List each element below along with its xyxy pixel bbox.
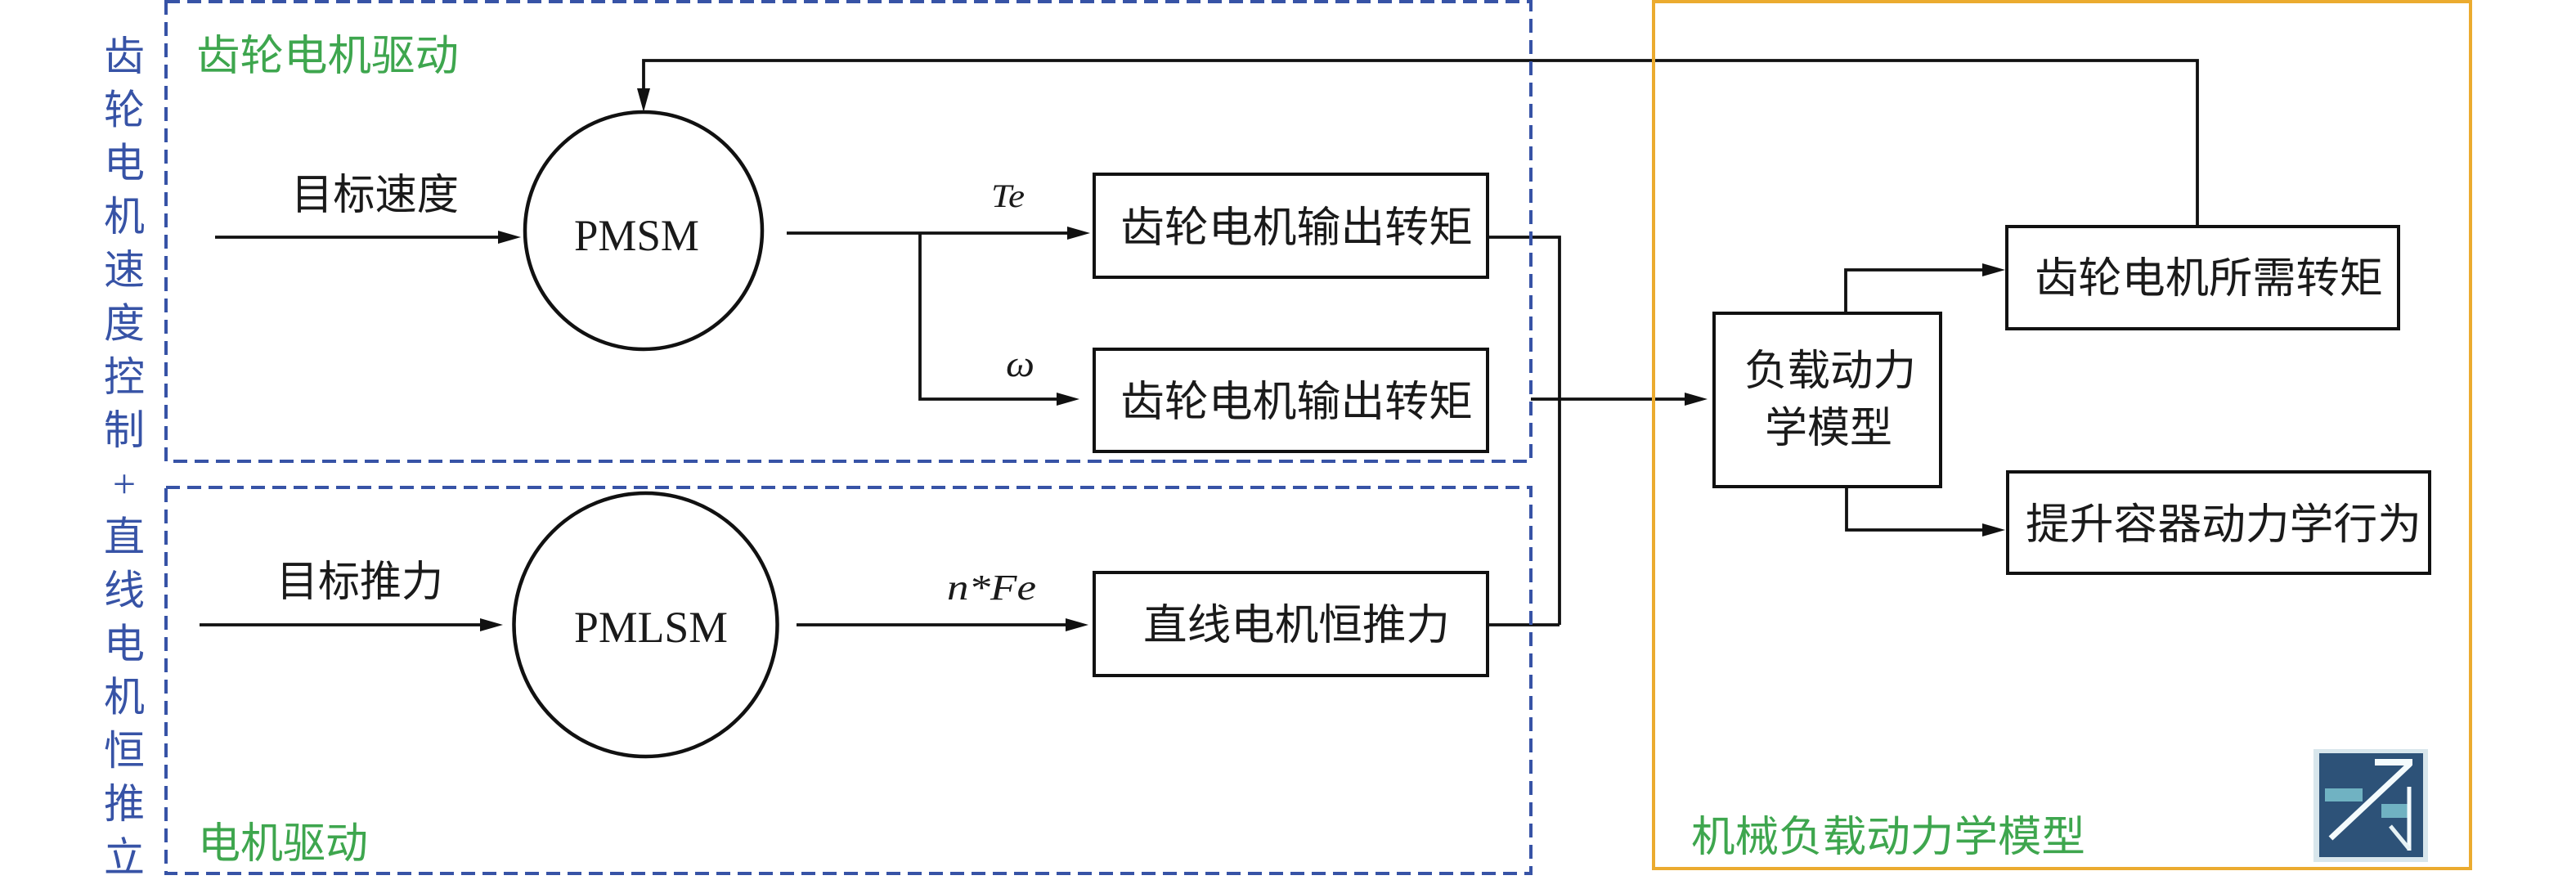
side-label-char: 电 <box>104 141 145 186</box>
side-label-char: 立 <box>104 835 145 880</box>
arrowhead-icon <box>1982 523 2005 537</box>
pmlsm-label: PMLSM <box>574 603 728 652</box>
arrowhead-icon <box>637 88 650 112</box>
side-label-char: 控 <box>104 354 145 400</box>
side-label-char: 速 <box>104 247 145 293</box>
side-label-char: 机 <box>104 675 145 721</box>
wire-feedback-to-pmsm <box>642 59 2199 227</box>
linear-constant-thrust-block <box>1093 571 1489 677</box>
arrowheads <box>480 88 2005 631</box>
pmsm-node <box>523 110 765 352</box>
side-label-char: 线 <box>104 568 145 613</box>
logo-icon <box>2313 749 2428 862</box>
wire-te-block-to-bus <box>1488 236 1561 625</box>
side-label-char: 齿 <box>104 34 145 79</box>
pmlsm-node <box>512 491 779 759</box>
side-label-char: 制 <box>104 407 145 453</box>
omega-signal-label: ω <box>1006 343 1034 384</box>
side-label-char: 电 <box>104 621 145 667</box>
target-speed-label: 目标速度 <box>291 173 459 219</box>
wire-branch-to-omega-block <box>918 233 1057 401</box>
arrowhead-icon <box>498 231 521 244</box>
gear-required-torque-block <box>2005 225 2400 330</box>
side-label-char: 推 <box>104 781 145 827</box>
mechanical-load-group-border <box>1652 0 2472 870</box>
motor-drive-group-border <box>164 486 1533 875</box>
logo-cyan-band-right <box>2381 804 2408 818</box>
side-label-char: 度 <box>104 301 145 347</box>
arrowhead-icon <box>1066 618 1088 631</box>
pmsm-label: PMSM <box>574 211 699 260</box>
gear-output-torque-omega-block <box>1093 348 1489 453</box>
logo-small-diagonal <box>2389 824 2411 851</box>
side-label-char: 恒 <box>104 728 145 774</box>
motor-drive-group-label: 电机驱动 <box>198 821 368 868</box>
side-label-char: 机 <box>104 194 145 240</box>
side-label-char: 直 <box>104 514 145 560</box>
target-thrust-label: 目标推力 <box>276 559 443 606</box>
gear-output-torque-te-block <box>1093 173 1489 279</box>
nfe-signal-label: n*Fe <box>947 568 1036 608</box>
side-label-char: + <box>113 460 136 506</box>
load-dynamics-label-line1: 负载动力 <box>1744 348 1916 395</box>
mechanical-load-group-label: 机械负载动力学模型 <box>1691 815 2085 861</box>
gear-drive-group-border <box>164 0 1533 463</box>
side-label-char: 轮 <box>104 87 145 132</box>
wire-load-to-required-torque <box>1844 268 1982 313</box>
te-signal-label: Te <box>991 177 1025 214</box>
arrowhead-icon <box>1685 393 1708 406</box>
logo-diagonal-stroke <box>2328 761 2412 841</box>
side-label: 齿 轮 电 机 速 度 控 制 + 直 线 电 机 恒 推 立 <box>104 34 145 880</box>
load-dynamics-label-line2: 学模型 <box>1765 406 1892 452</box>
arrowhead-icon <box>1982 263 2005 276</box>
arrowhead-icon <box>1067 227 1090 240</box>
linear-constant-thrust-label: 直线电机恒推力 <box>1143 603 1450 649</box>
arrowhead-icon <box>480 618 503 631</box>
arrowhead-icon <box>1057 393 1079 406</box>
gear-output-torque-te-label: 齿轮电机输出转矩 <box>1120 205 1473 252</box>
wire-load-to-hoist-dynamics <box>1845 487 1982 532</box>
gear-required-torque-label: 齿轮电机所需转矩 <box>2035 256 2383 303</box>
hoist-dynamics-block <box>2006 470 2431 575</box>
logo-cyan-band-left <box>2325 788 2363 801</box>
load-dynamics-model-block <box>1712 312 1942 488</box>
hoist-dynamics-label: 提升容器动力学行为 <box>2026 502 2421 549</box>
gear-drive-group-label: 齿轮电机驱动 <box>196 34 459 80</box>
wires <box>200 59 2199 626</box>
gear-output-torque-omega-label: 齿轮电机输出转矩 <box>1120 379 1473 426</box>
